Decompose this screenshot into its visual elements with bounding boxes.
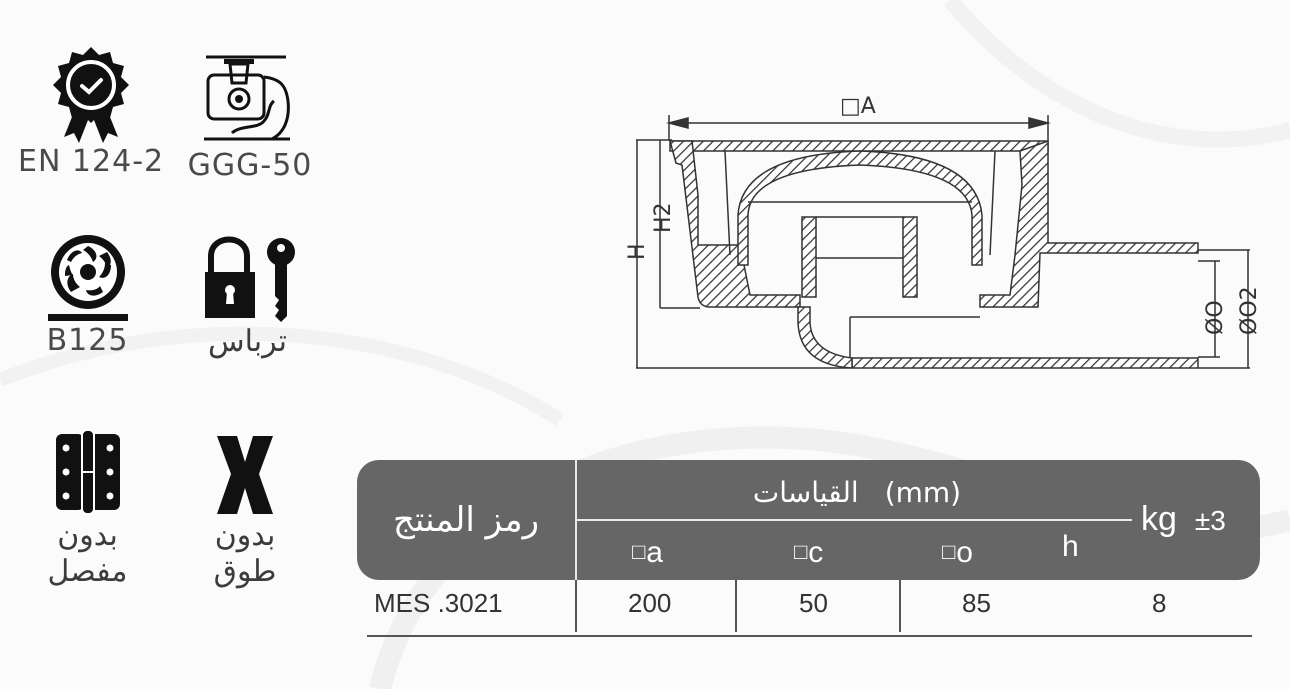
dim-o-label: ØO: [1203, 300, 1228, 335]
x-mark-icon: [217, 436, 273, 514]
header-dimensions: القياسات (mm): [577, 472, 1137, 512]
row-divider: [735, 580, 737, 632]
table-row: MES .3021 200 50 85 8: [357, 580, 1260, 632]
feature-label: B125: [46, 323, 129, 358]
dim-a-label: □A: [840, 94, 876, 119]
header-product-code: رمز المنتج: [392, 500, 540, 540]
header-dimensions-label: القياسات: [752, 475, 859, 509]
certified-badge-icon: [52, 47, 129, 143]
header-weight: kg±3: [1141, 500, 1226, 538]
header-sub-a: □a: [632, 536, 663, 569]
feature-label-line1: بدون: [214, 518, 276, 553]
feature-label: EN 124-2: [18, 144, 165, 179]
dim-h-label: H: [625, 243, 650, 260]
header-sub-h: h: [1062, 530, 1079, 563]
feature-ggg50: GGG-50: [180, 55, 320, 183]
cell-c: 50: [799, 588, 828, 618]
header-divider: [575, 460, 577, 580]
cell-o: 85: [962, 588, 991, 618]
feature-en124: EN 124-2: [18, 45, 163, 179]
header-sub-o: □o: [942, 536, 973, 569]
header-sub-c: □c: [794, 536, 824, 569]
feature-label: GGG-50: [187, 148, 313, 183]
ductile-iron-casting-icon: [204, 55, 290, 141]
feature-b125: B125: [30, 232, 145, 358]
cell-weight: 8: [1152, 588, 1167, 618]
hinge-icon: [55, 429, 120, 515]
feature-label-line2: طوق: [213, 554, 277, 589]
dim-o2-label: ØO2: [1237, 286, 1262, 335]
wheel-load-icon: [47, 235, 128, 321]
row-divider: [899, 580, 901, 632]
padlock-key-icon: [204, 236, 295, 322]
dim-h2-label: H2: [651, 202, 676, 233]
cell-a: 200: [628, 588, 672, 618]
header-dimensions-unit: (mm): [884, 475, 962, 509]
feature-no-collar: بدون طوق: [190, 428, 300, 590]
feature-label-line1: بدون: [57, 518, 118, 553]
feature-label: ترباس: [207, 324, 287, 359]
table-header: رمز المنتج القياسات (mm) □a □c □o h kg±3: [357, 460, 1260, 580]
feature-lock: ترباس: [185, 232, 310, 360]
table-bottom-rule: [367, 635, 1252, 637]
cross-section-drawing: □A H H2 ØO ØO2: [625, 94, 1262, 369]
row-divider: [575, 580, 577, 632]
feature-label-line2: مفصل: [47, 554, 128, 589]
spec-table: رمز المنتج القياسات (mm) □a □c □o h kg±3…: [357, 460, 1260, 637]
header-subdivider: [577, 519, 1132, 521]
feature-no-hinge: بدون مفصل: [30, 428, 145, 590]
cell-code: MES .3021: [374, 588, 503, 618]
